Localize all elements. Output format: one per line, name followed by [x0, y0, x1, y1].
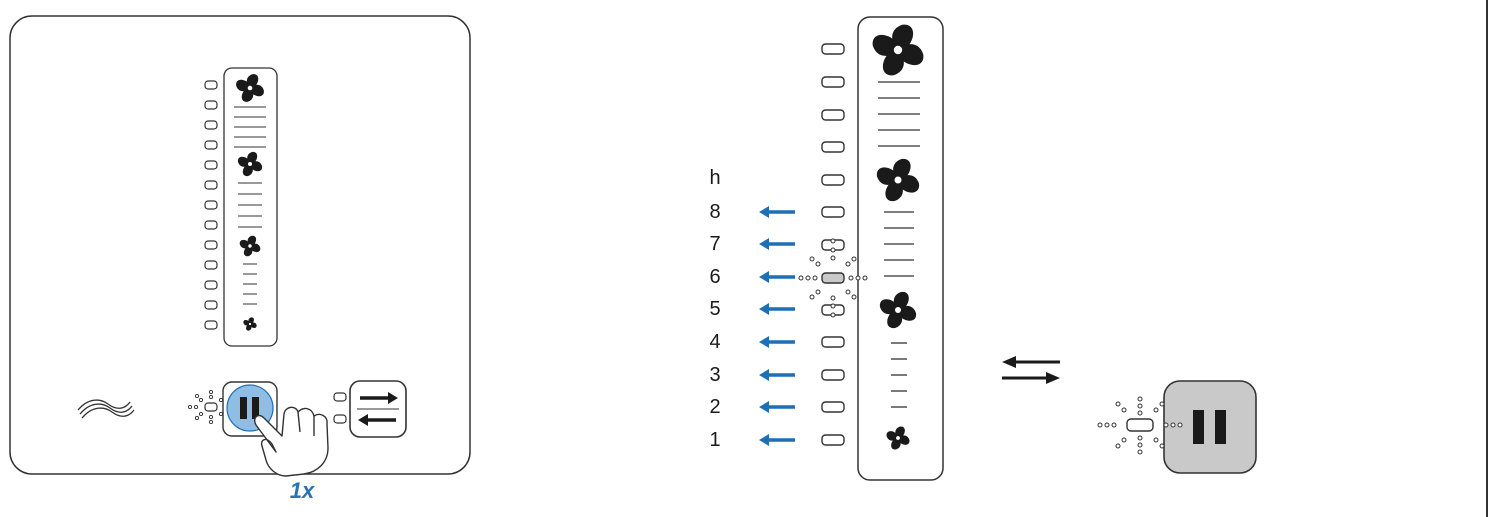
hour-label: 4 [709, 331, 721, 353]
hour-scale-title: h [709, 167, 721, 189]
blinking-led-large [1097, 396, 1183, 455]
hour-label: 8 [709, 201, 721, 223]
blinking-led-indicator [798, 238, 868, 318]
hour-label: 1 [709, 429, 721, 451]
hour-label: 7 [709, 233, 721, 255]
control-panel-step1 [9, 15, 471, 477]
hour-arrow [757, 432, 797, 448]
fan-speed-bar-small [223, 67, 278, 347]
pause-icon [1193, 410, 1226, 444]
hour-arrows [757, 204, 797, 448]
press-count-caption: 1x [289, 478, 315, 503]
page-edge-rule [1486, 0, 1488, 517]
hour-label: 5 [709, 298, 721, 320]
hour-arrow [757, 301, 797, 317]
hour-arrow [757, 367, 797, 383]
direction-control [333, 380, 407, 438]
pause-button-large[interactable] [1163, 380, 1257, 474]
pointing-hand-icon [254, 406, 329, 477]
hour-arrow [757, 334, 797, 350]
toggle-arrows-icon [1002, 356, 1060, 384]
humidity-waves-icon [77, 399, 135, 419]
timer-hour-selector [757, 16, 944, 481]
hour-label: 3 [709, 364, 721, 386]
bidirectional-arrows-icon [357, 392, 399, 426]
direction-button[interactable] [349, 380, 407, 438]
hour-arrow [757, 236, 797, 252]
hour-arrow [757, 204, 797, 220]
hour-arrow [757, 269, 797, 285]
pause-icon [240, 397, 259, 419]
hour-arrow [757, 399, 797, 415]
hour-label: 2 [709, 396, 721, 418]
led-column-large [821, 43, 845, 446]
hour-label: 6 [709, 266, 721, 288]
